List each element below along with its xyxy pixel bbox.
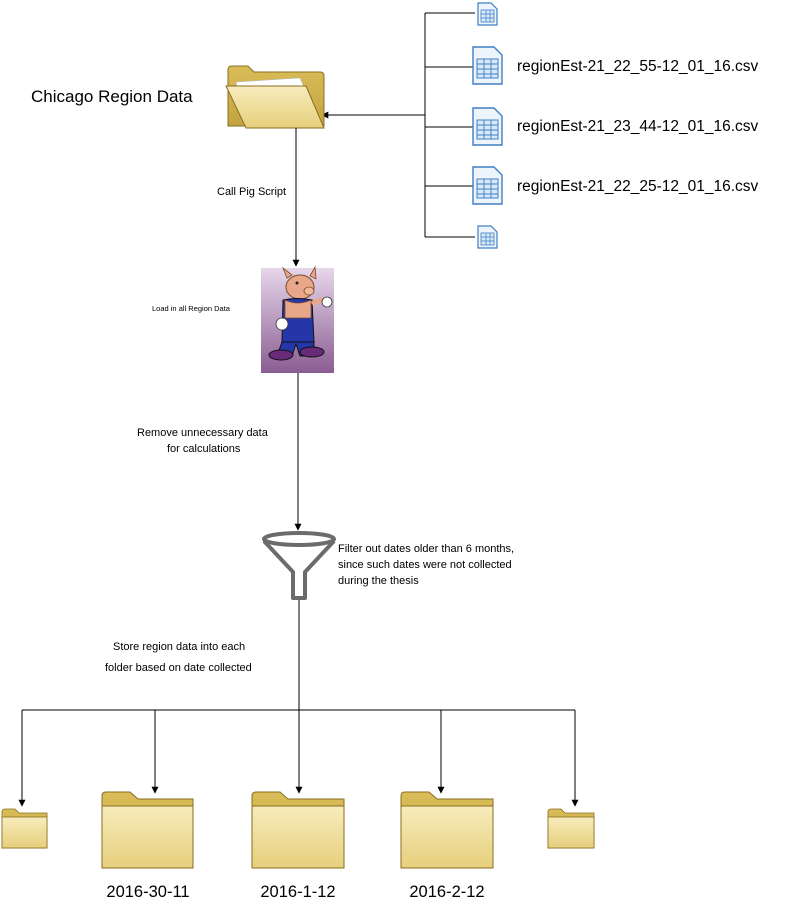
remove-label-line2: for calculations [167,443,241,455]
folder-icon-small-left [1,808,48,849]
file-label-2: regionEst-21_23_44-12_01_16.csv [517,118,759,135]
file-icon-csv-1 [472,46,503,85]
open-folder-icon [225,65,325,129]
filter-label-line1: Filter out dates older than 6 months, [338,543,515,555]
folder-label-2016-30-11: 2016-30-11 [106,883,190,901]
filter-label-line3: during the thesis [338,575,419,587]
remove-label-line1: Remove unnecessary data [137,427,268,439]
file-label-3: regionEst-21_22_25-12_01_16.csv [517,178,759,195]
file-label-1: regionEst-21_22_55-12_01_16.csv [517,58,759,75]
load-all-label: Load in all Region Data [152,304,230,313]
branch-connector [18,709,579,807]
file-icon-small-bottom [477,225,498,249]
folder-icon-2016-30-11 [101,791,194,869]
filter-label-line2: since such dates were not collected [338,559,512,571]
file-icon-csv-3 [472,166,503,205]
folder-label-2016-1-12: 2016-1-12 [260,883,336,901]
store-label-line1: Store region data into each [113,641,246,653]
file-icon-small-top [477,2,498,26]
file-tree-connector [424,12,475,238]
pig-mascot-icon [261,265,334,373]
folder-icon-2016-1-12 [251,791,345,869]
source-title: Chicago Region Data [31,87,193,106]
folder-icon-small-right [547,808,595,849]
funnel-filter-icon [262,531,336,600]
folder-icon-2016-2-12 [400,791,494,869]
store-label-line2: folder based on date collected [105,662,252,674]
folder-label-2016-2-12: 2016-2-12 [409,883,485,901]
file-icon-csv-2 [472,107,503,146]
call-pig-label: Call Pig Script [217,186,287,198]
